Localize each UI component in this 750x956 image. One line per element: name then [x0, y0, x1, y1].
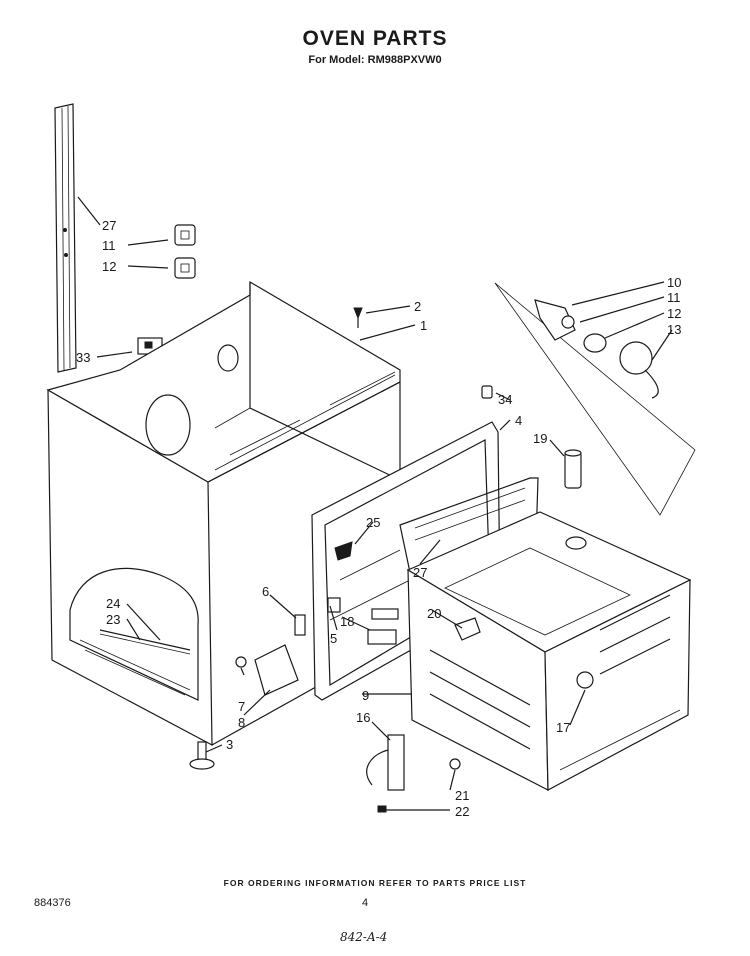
callout-33: 33 — [76, 350, 90, 365]
callout-18: 18 — [340, 614, 354, 629]
callout-6: 6 — [262, 584, 269, 599]
callout-22: 22 — [455, 804, 469, 819]
leveling-leg-part — [189, 741, 215, 770]
callout-26: 27 — [102, 218, 116, 233]
callout-20: 20 — [427, 606, 441, 621]
callout-12: 12 — [667, 306, 681, 321]
oven-cabinet-part — [46, 280, 401, 747]
document-number: 884376 — [34, 897, 71, 909]
leader-lines — [77, 196, 673, 811]
callout-11: 11 — [667, 290, 681, 305]
oven-light-assembly-part — [494, 282, 696, 516]
callout-23: 23 — [106, 612, 120, 627]
page-number: 4 — [362, 897, 369, 909]
callout-10: 10 — [667, 275, 681, 290]
callout-3: 3 — [226, 737, 233, 752]
callout-8: 8 — [238, 715, 245, 730]
model-line: For Model: RM988PXVW0 — [308, 54, 442, 66]
brackets-part — [235, 597, 397, 696]
callout-15: 12 — [102, 259, 116, 274]
knob-part — [174, 224, 196, 279]
callout-16: 16 — [356, 710, 370, 725]
callout-9: 9 — [362, 688, 369, 703]
callout-17: 17 — [556, 720, 570, 735]
callout-14: 11 — [102, 238, 116, 253]
callout-25: 25 — [366, 515, 380, 530]
trim-strip-part — [54, 103, 77, 373]
callout-21: 21 — [455, 788, 469, 803]
callout-7: 7 — [238, 699, 245, 714]
callout-34: 34 — [498, 392, 512, 407]
callout-19: 19 — [533, 431, 547, 446]
screw-part — [353, 307, 363, 328]
plug-part — [481, 385, 493, 399]
callout-4: 4 — [515, 413, 522, 428]
ordering-note: FOR ORDERING INFORMATION REFER TO PARTS … — [223, 878, 527, 888]
callout-13: 13 — [667, 322, 681, 337]
callout-labels: 27 11 12 33 2 1 34 4 19 10 11 12 13 25 2… — [76, 218, 681, 819]
pilot-tube-part — [564, 449, 582, 489]
callout-27: 27 — [413, 565, 427, 580]
callout-24: 24 — [106, 596, 120, 611]
oven-cavity-part — [406, 511, 692, 791]
burner-valve-part — [366, 734, 461, 813]
page-title: OVEN PARTS — [302, 27, 448, 50]
callout-2: 2 — [414, 299, 421, 314]
callout-1: 1 — [420, 318, 427, 333]
handwritten-code: 842-A-4 — [340, 930, 388, 944]
callout-5: 5 — [330, 631, 337, 646]
